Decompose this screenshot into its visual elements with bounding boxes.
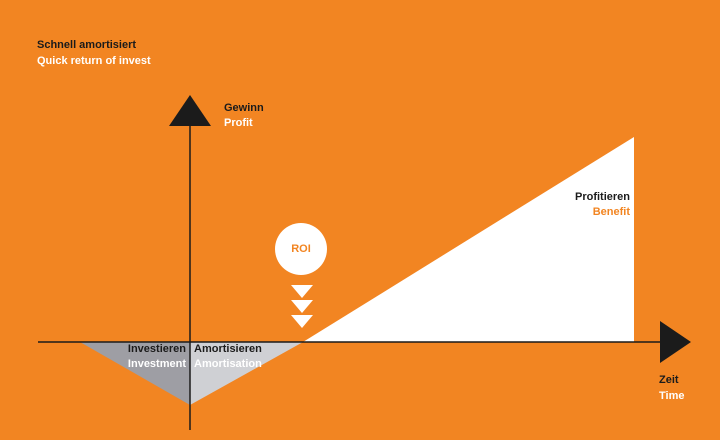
- roi-arrow-2: [291, 300, 313, 313]
- heading-de: Schnell amortisiert: [37, 39, 137, 51]
- amortisation-region: [190, 342, 303, 405]
- x-axis-label-de: Zeit: [659, 374, 679, 386]
- amortise-label-en: Amortisation: [194, 358, 262, 370]
- roi-label: ROI: [291, 243, 311, 255]
- y-axis-label-de: Gewinn: [224, 102, 264, 114]
- roi-arrow-3: [291, 315, 313, 328]
- invest-label-de: Investieren: [127, 343, 186, 355]
- benefit-region: [303, 137, 634, 342]
- y-axis-label-en: Profit: [224, 117, 253, 129]
- amortise-label-de: Amortisieren: [194, 343, 262, 355]
- y-axis-arrow: [169, 95, 211, 126]
- x-axis-label-en: Time: [659, 390, 685, 402]
- investment-region: [80, 342, 190, 405]
- benefit-label-de: Profitieren: [574, 191, 630, 203]
- roi-circle: [275, 223, 327, 275]
- invest-label-en: Investment: [127, 358, 186, 370]
- roi-arrow-1: [291, 285, 313, 298]
- benefit-label-en: Benefit: [592, 206, 630, 218]
- x-axis-arrow: [660, 321, 691, 363]
- heading-en: Quick return of invest: [37, 55, 151, 67]
